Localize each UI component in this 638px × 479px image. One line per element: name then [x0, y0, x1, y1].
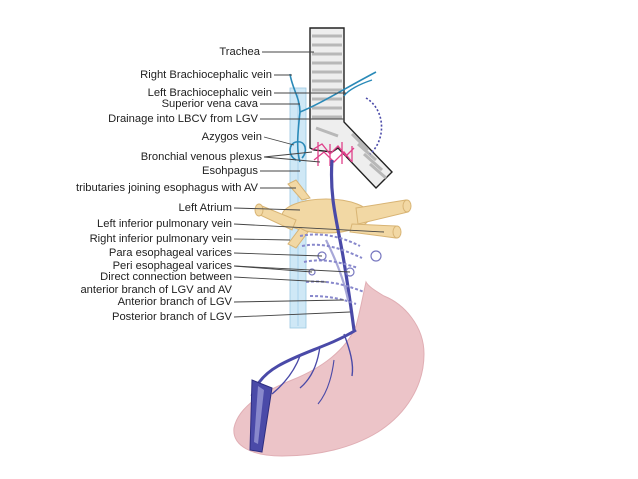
left-brachiocephalic-vein	[299, 71, 377, 113]
label-posterior-branch-of-lgv: Posterior branch of LGV	[112, 311, 233, 323]
left-pulmonary-vein-end	[402, 199, 412, 213]
label-para-esophageal-varices: Para esophageal varices	[109, 247, 233, 259]
left-gastric-vein	[329, 159, 356, 331]
gastric-branch-3	[271, 355, 301, 395]
labels-group: Trachea Right Brachiocephalic vein Left …	[76, 46, 272, 323]
label-right-brachiocephalic-vein: Right Brachiocephalic vein	[140, 69, 272, 81]
para-esophageal-varices	[299, 233, 365, 305]
label-trachea: Trachea	[219, 46, 260, 58]
label-direct-connection: Direct connection between	[100, 271, 232, 283]
label-left-atrium: Left Atrium	[179, 202, 232, 214]
leader-lines	[233, 51, 385, 318]
peri-esophageal-varix-2	[370, 250, 382, 262]
label-left-inferior-pulmonary-vein: Left inferior pulmonary vein	[97, 218, 232, 230]
label-tributaries: tributaries joining esophagus with AV	[76, 182, 259, 194]
dotted-vein-right	[365, 97, 383, 155]
label-right-inferior-pulmonary-vein: Right inferior pulmonary vein	[90, 233, 232, 245]
lower-right-pulmonary-vein	[287, 227, 309, 249]
left-superior-pulmonary-vein-end	[392, 225, 402, 239]
stomach	[233, 280, 425, 457]
upper-pulmonary-vein	[287, 179, 311, 201]
azygos-vein	[289, 141, 307, 161]
label-anterior-branch-and-av: anterior branch of LGV and AV	[80, 284, 232, 296]
label-left-brachiocephalic-vein: Left Brachiocephalic vein	[148, 87, 272, 99]
left-inferior-pulmonary-vein	[355, 199, 409, 225]
label-drainage-into-lbcv: Drainage into LBCV from LGV	[108, 113, 258, 125]
trachea-rings	[312, 34, 387, 180]
splenic-vein-highlight	[254, 386, 264, 444]
label-esohpagus: Esohpagus	[202, 165, 258, 177]
superior-vena-cava	[296, 111, 301, 163]
bronchial-venous-plexus	[311, 142, 355, 166]
drainage-into-lbcv	[343, 79, 373, 97]
label-anterior-branch-of-lgv: Anterior branch of LGV	[118, 296, 233, 308]
label-superior-vena-cava: Superior vena cava	[162, 98, 259, 110]
gastric-branch-4	[317, 359, 335, 405]
right-pulmonary-vein-end	[254, 203, 264, 217]
gastric-branch-1	[343, 333, 354, 377]
label-peri-esophageal-varices: Peri esophageal varices	[113, 260, 233, 272]
label-bronchial-venous-plexus: Bronchial venous plexus	[141, 151, 263, 163]
gastric-branch-2	[299, 345, 321, 389]
label-azygos-vein: Azygos vein	[202, 131, 262, 143]
